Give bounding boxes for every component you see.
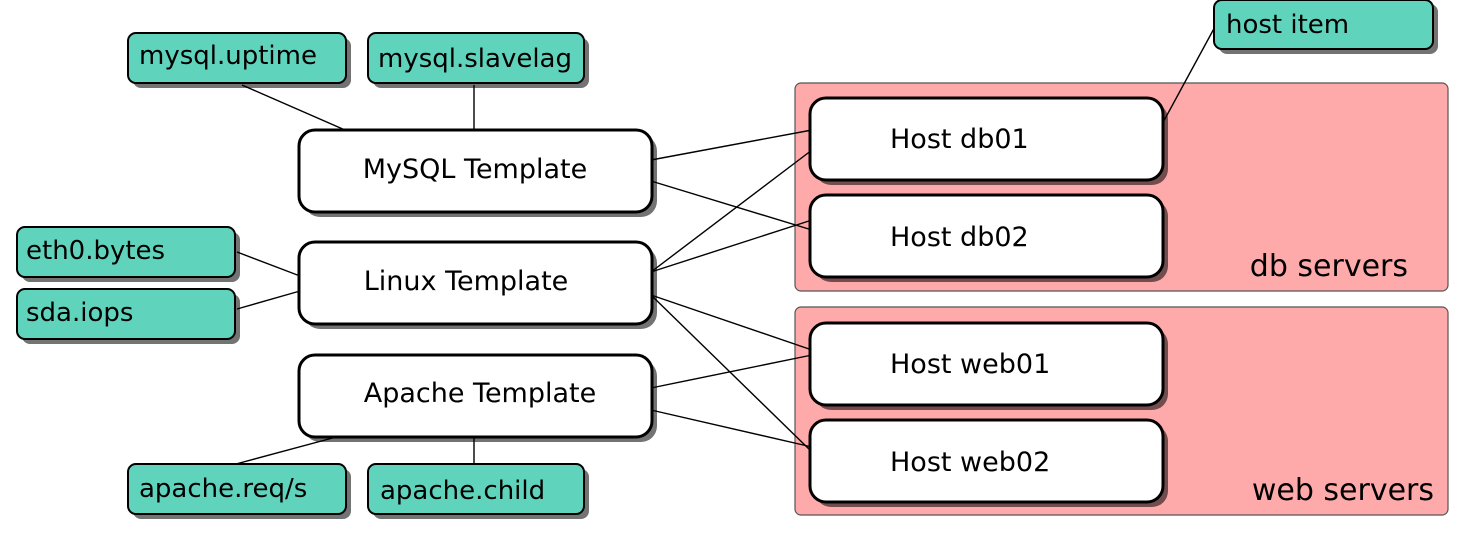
apache-template-label: Apache Template [364, 378, 597, 409]
host-web02-label: Host web02 [890, 447, 1050, 478]
item-box-host-item [1213, 0, 1434, 50]
connector-uptime-mysql [241, 84, 346, 131]
item-label-apache-reqs: apache.req/s [139, 474, 307, 504]
item-label-mysql-uptime: mysql.uptime [139, 41, 317, 71]
host-db01-box [808, 96, 1165, 182]
host-web01-box [808, 321, 1165, 407]
web-servers-label: web servers [1252, 473, 1434, 508]
linux-template-label: Linux Template [364, 266, 569, 297]
connector-db01-hostitem [1159, 11, 1224, 129]
linux-template-box [297, 240, 654, 326]
connector-apache-web02 [650, 409, 813, 448]
item-box-sda-iops [16, 288, 236, 340]
connector-mysql-db02 [650, 180, 813, 231]
connector-sda-linux [236, 290, 301, 310]
mysql-template-box [297, 128, 654, 214]
item-box-apache-child [367, 463, 585, 515]
connector-linux-web01 [650, 294, 813, 351]
item-label-sda-iops: sda.iops [26, 298, 133, 328]
host-web02-box [808, 418, 1165, 504]
item-box-eth0-bytes [16, 226, 236, 278]
item-label-eth0-bytes: eth0.bytes [26, 236, 165, 266]
connector-linux-web02 [650, 294, 813, 453]
item-label-apache-child: apache.child [380, 476, 545, 506]
connector-apache-web01 [650, 354, 813, 389]
connector-mysql-db01 [650, 129, 813, 161]
item-label-mysql-slavelag: mysql.slavelag [378, 44, 572, 74]
apache-template-box [297, 353, 654, 439]
host-web01-label: Host web01 [890, 349, 1050, 380]
item-label-host-item: host item [1226, 10, 1349, 40]
connector-linux-db02 [650, 219, 813, 273]
connector-eth0-linux [236, 251, 301, 277]
item-box-mysql-uptime [127, 32, 347, 84]
connector-linux-db01 [650, 149, 813, 273]
db-servers-label: db servers [1250, 249, 1408, 284]
host-db02-label: Host db02 [890, 222, 1029, 253]
host-db01-label: Host db01 [890, 124, 1029, 155]
mysql-template-label: MySQL Template [363, 154, 588, 185]
host-db02-box [808, 193, 1165, 279]
item-box-apache-reqs [127, 463, 347, 515]
item-box-mysql-slavelag [367, 32, 585, 84]
